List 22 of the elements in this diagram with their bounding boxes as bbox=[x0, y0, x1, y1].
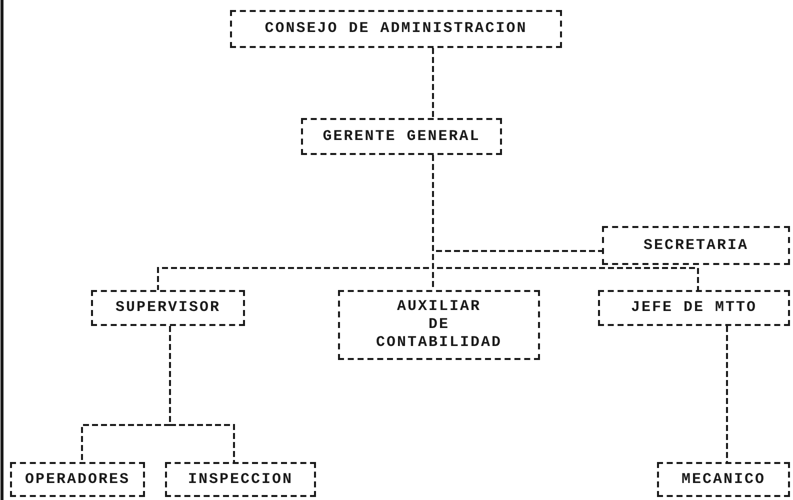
position-title: GERENTE GENERAL bbox=[322, 128, 480, 146]
org-box bbox=[91, 290, 245, 326]
connector-line bbox=[169, 326, 235, 462]
connector-line bbox=[726, 326, 728, 462]
org-box bbox=[10, 462, 145, 497]
org-box bbox=[165, 462, 316, 497]
position-title: MECANICO bbox=[681, 470, 766, 488]
org-box bbox=[598, 290, 790, 326]
org-box bbox=[301, 118, 502, 155]
org-box bbox=[338, 290, 540, 360]
org-box bbox=[230, 10, 562, 48]
position-title: SUPERVISOR bbox=[115, 299, 220, 317]
position-title: SECRETARIA bbox=[643, 236, 748, 254]
position-title: INSPECCION bbox=[188, 470, 293, 488]
connector-line bbox=[432, 155, 699, 290]
connector-line bbox=[432, 48, 434, 118]
position-title: JEFE DE MTTO bbox=[630, 299, 758, 317]
org-box bbox=[602, 226, 790, 265]
position-title: CONSEJO DE ADMINISTRACION bbox=[264, 20, 528, 38]
org-box bbox=[657, 462, 790, 497]
position-title: AUXILIAR DE CONTABILIDAD bbox=[374, 298, 504, 352]
position-title: OPERADORES bbox=[24, 470, 130, 488]
